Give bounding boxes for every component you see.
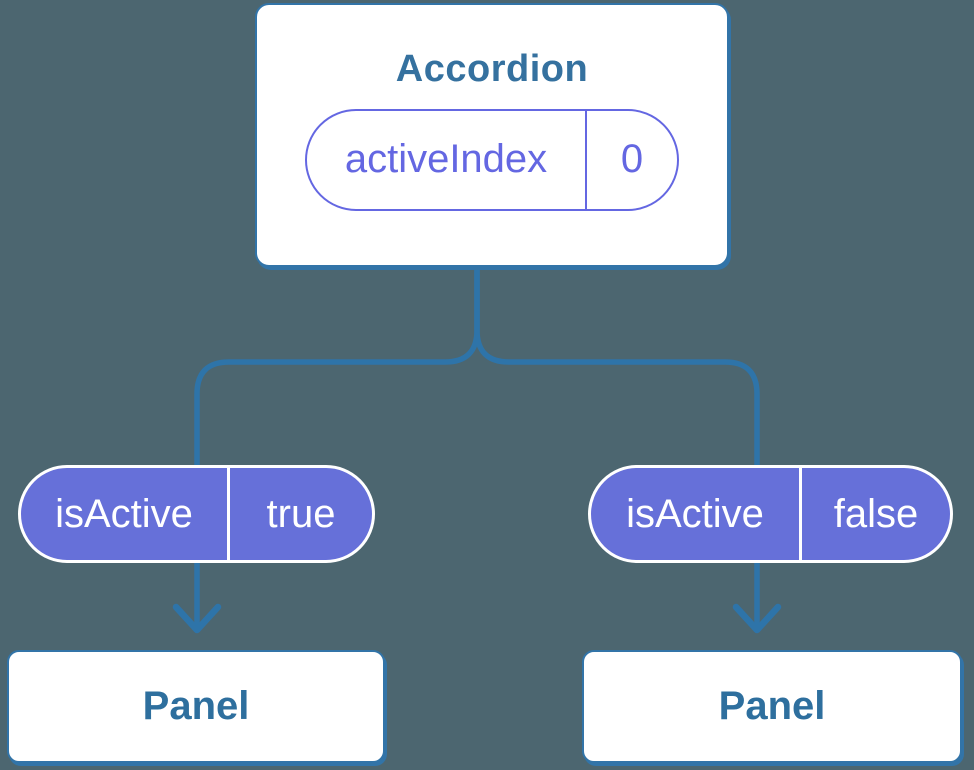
- pill-divider: [585, 110, 587, 209]
- panel-label: Panel: [718, 684, 826, 728]
- prop-pill-name: isActive: [626, 491, 764, 536]
- arrow-down-icon: [172, 603, 222, 634]
- state-pill-value: 0: [620, 137, 644, 182]
- panel-label: Panel: [142, 684, 250, 728]
- pill-divider: [227, 468, 230, 560]
- state-pill-activeindex: activeIndex 0: [305, 108, 679, 211]
- branch-line-left: [194, 264, 480, 470]
- prop-pill-isactive-false: isActive false: [588, 465, 953, 563]
- arrow-down-icon: [732, 603, 782, 634]
- state-pill-name: activeIndex: [344, 137, 548, 182]
- panel-card-left: Panel: [7, 650, 385, 763]
- accordion-title: Accordion: [395, 48, 589, 90]
- pill-divider: [799, 468, 802, 560]
- prop-pill-name: isActive: [55, 491, 193, 536]
- panel-card-right: Panel: [582, 650, 962, 763]
- branch-line-right: [474, 264, 760, 470]
- prop-pill-value: false: [833, 491, 919, 536]
- prop-pill-value: true: [266, 491, 336, 536]
- accordion-card: Accordion activeIndex 0: [255, 3, 729, 267]
- prop-pill-isactive-true: isActive true: [18, 465, 375, 563]
